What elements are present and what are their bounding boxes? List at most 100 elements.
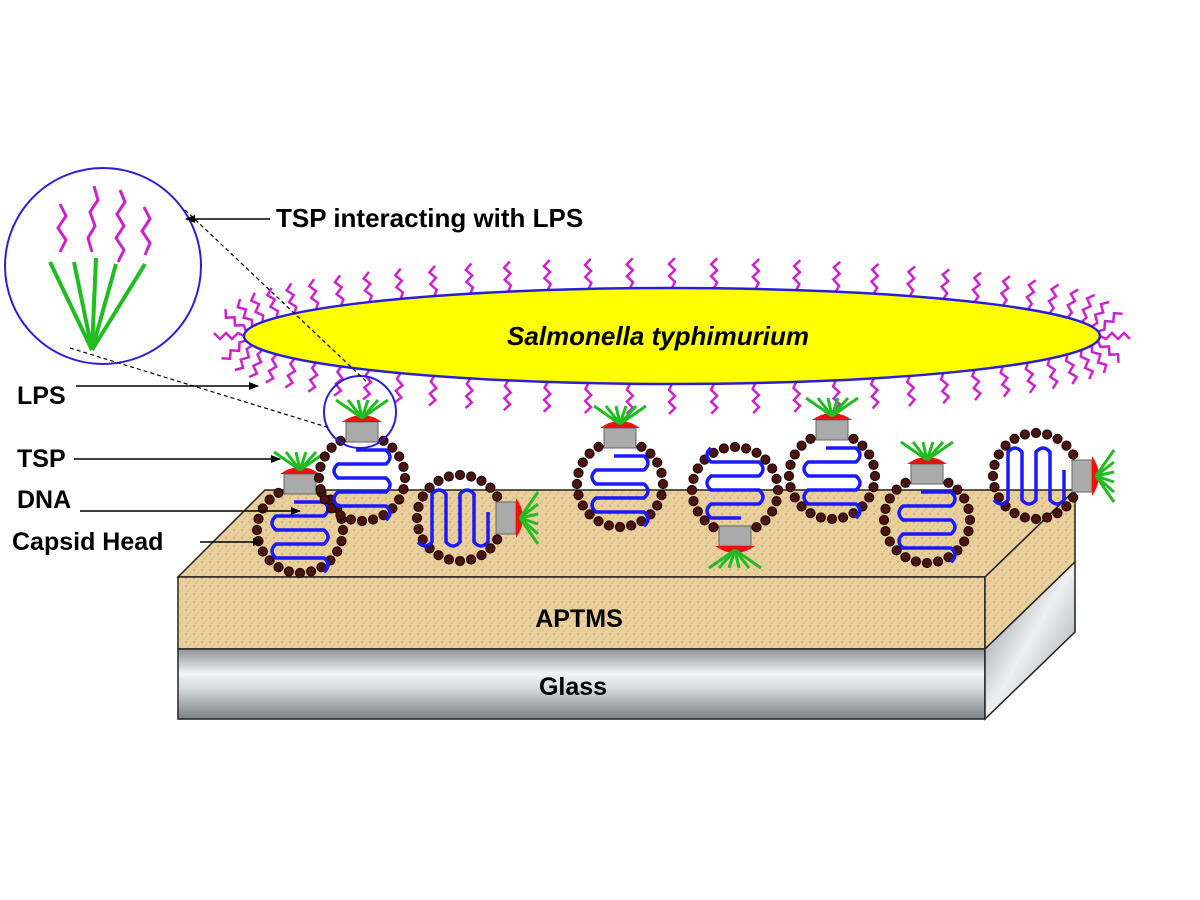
- phage-neck: [345, 421, 379, 443]
- phage-neck: [718, 525, 752, 547]
- zoom-circle: [4, 167, 202, 365]
- label-capsid-head: Capsid Head: [12, 528, 163, 556]
- label-glass: Glass: [539, 673, 607, 701]
- substrate: [176, 488, 1077, 721]
- lps-chain: [284, 357, 297, 389]
- phage-1: [251, 450, 349, 579]
- lps-chain: [428, 375, 439, 407]
- label-tsp: TSP: [17, 445, 66, 473]
- phage-neck: [603, 427, 637, 449]
- lps-chain: [234, 344, 253, 372]
- lps-chain: [1065, 288, 1079, 319]
- lps-chain: [831, 379, 842, 412]
- tsp-base: [342, 415, 382, 422]
- tsp-base: [812, 413, 852, 420]
- tsp-fibers: [335, 398, 389, 420]
- lps-chain: [791, 381, 802, 413]
- lps-chain: [362, 369, 373, 401]
- aptms-front-face: [177, 576, 986, 650]
- lps-chain: [464, 262, 475, 295]
- phage-neck: [1071, 459, 1093, 493]
- lps-chain: [709, 257, 719, 289]
- lps-chain: [221, 339, 247, 361]
- tsp-fibers: [708, 548, 762, 570]
- zoom-lps-1: [86, 185, 100, 253]
- tsp-base: [280, 467, 320, 474]
- zoom-lps-2: [114, 189, 127, 263]
- lps-chain: [1025, 279, 1037, 311]
- lps-chain: [939, 372, 951, 405]
- lps-chain: [667, 383, 677, 415]
- capsid-head: [783, 427, 881, 525]
- lps-chain: [869, 377, 880, 410]
- lps-chain: [333, 274, 345, 306]
- label-lps: LPS: [17, 382, 66, 410]
- label-dna: DNA: [17, 486, 71, 514]
- label-bacterium: Salmonella typhimurium: [507, 321, 809, 351]
- lps-chain: [751, 258, 761, 290]
- lps-chain: [1090, 345, 1108, 374]
- lps-chain: [999, 366, 1011, 398]
- lps-chain: [905, 265, 916, 297]
- zoom-lps-4: [140, 206, 152, 256]
- bacterium-body: [242, 286, 1102, 386]
- zoom-tsp-fibers: [48, 257, 147, 352]
- lps-chain: [999, 275, 1011, 307]
- tsp-base: [715, 546, 755, 553]
- phage-5: [686, 441, 784, 570]
- lps-chain: [284, 282, 298, 314]
- lps-chain: [751, 382, 761, 414]
- lps-chain: [1097, 311, 1123, 333]
- lps-chain: [542, 381, 553, 413]
- lps-chain: [236, 298, 254, 327]
- lps-chain: [1064, 354, 1079, 385]
- phage-2: [313, 398, 411, 527]
- phage-3: [411, 469, 540, 567]
- phage-neck: [815, 419, 849, 441]
- dna-strand: [416, 488, 490, 548]
- dna-strand: [590, 454, 650, 528]
- dna-strand: [897, 490, 957, 564]
- lps-chain: [791, 259, 802, 291]
- label-aptms: APTMS: [535, 605, 623, 633]
- zoom-inset: [4, 167, 202, 365]
- phage-neck: [283, 473, 317, 495]
- lps-chain: [464, 377, 475, 410]
- labels: TSP interacting with LPS Salmonella typh…: [12, 203, 809, 701]
- lps-chain: [502, 379, 513, 412]
- tsp-fibers: [1094, 449, 1116, 503]
- dna-strand: [992, 446, 1066, 506]
- zoom-connector-bottom: [69, 347, 331, 429]
- zoom-lps-3: [56, 203, 68, 253]
- lps-chain: [224, 309, 248, 332]
- lps-chain: [1099, 331, 1131, 341]
- dna-strand: [802, 446, 862, 520]
- lps-chain: [1079, 349, 1095, 380]
- lps-chain: [427, 265, 439, 297]
- lps-chain: [213, 331, 245, 341]
- tsp-base: [1092, 456, 1099, 496]
- lps-chain: [502, 260, 513, 293]
- lps-chain: [393, 372, 405, 404]
- lps-chain: [307, 278, 320, 310]
- lps-chain: [667, 257, 677, 289]
- lps-chains: [213, 257, 1131, 415]
- lps-chain: [971, 271, 982, 303]
- lps-chain: [625, 257, 635, 289]
- tsp-base: [907, 457, 947, 464]
- lps-chain: [542, 259, 553, 291]
- phage-4: [571, 404, 669, 533]
- phage-7: [878, 440, 976, 569]
- lps-chain: [307, 361, 319, 393]
- phages: [251, 396, 1116, 579]
- glass-side-face: [984, 560, 1076, 721]
- lps-chain: [249, 292, 265, 323]
- capsid-head: [878, 471, 976, 569]
- lps-chain: [393, 267, 405, 300]
- phage-neck: [495, 501, 517, 535]
- lps-chain: [939, 268, 951, 300]
- tsp-fibers: [900, 440, 954, 462]
- tsp-fibers: [593, 404, 647, 426]
- lps-chain: [709, 383, 719, 415]
